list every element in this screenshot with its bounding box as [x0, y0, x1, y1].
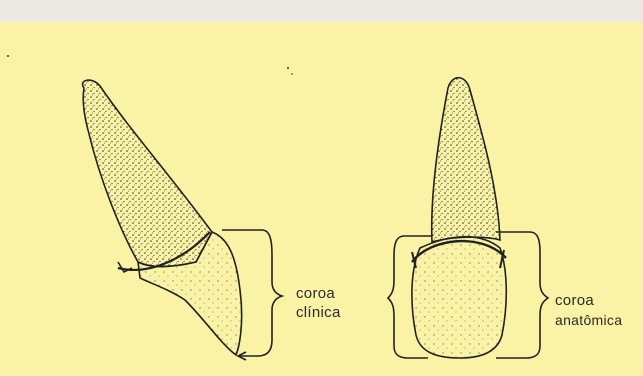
right-label-line2: anatômica: [555, 311, 622, 329]
left-label-line2: clínica: [296, 304, 341, 322]
left-tooth: [83, 80, 242, 355]
right-tooth-root: [432, 78, 500, 242]
right-tooth: [412, 78, 506, 358]
right-label-line1: coroa: [555, 292, 594, 310]
right-tooth-crown: [412, 237, 506, 358]
left-tooth-root: [83, 80, 212, 266]
left-label-line1: coroa: [296, 285, 335, 303]
